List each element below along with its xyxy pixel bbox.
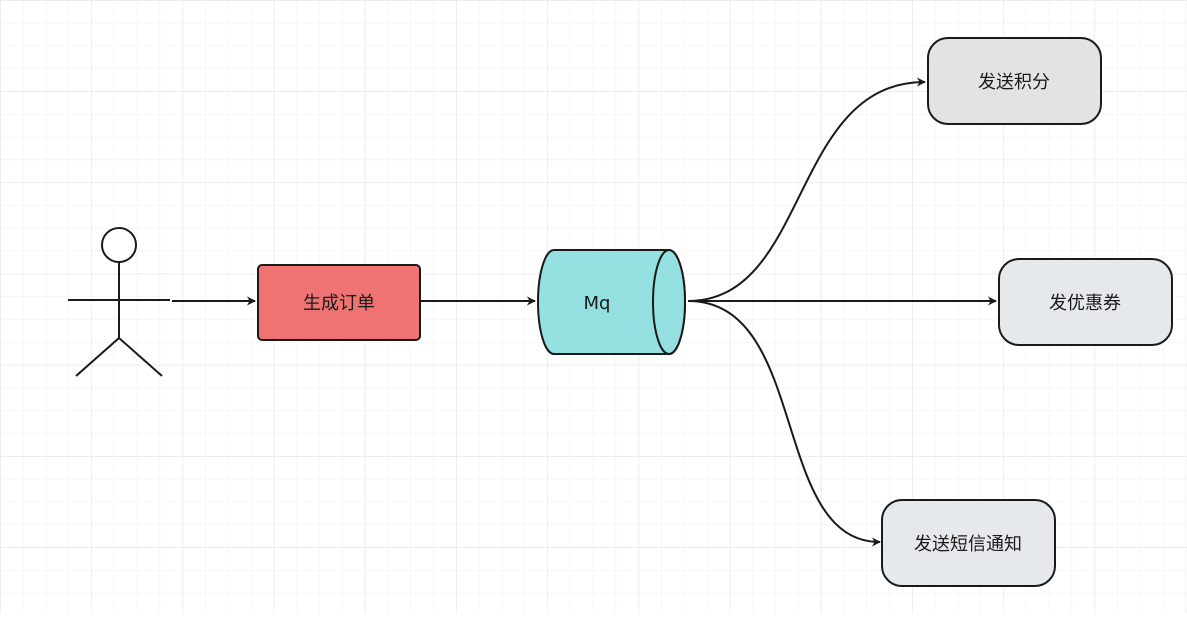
node-send-coupon[interactable]: 发优惠券 — [998, 258, 1173, 346]
node-create-order[interactable]: 生成订单 — [257, 264, 421, 341]
send-sms-label: 发送短信通知 — [914, 534, 1022, 555]
edge-mq-to-send-sms[interactable] — [687, 300, 881, 547]
node-send-sms[interactable]: 发送短信通知 — [881, 499, 1056, 587]
send-coupon-label: 发优惠券 — [1049, 293, 1121, 314]
actor-stick-figure-icon — [68, 227, 170, 377]
edges — [172, 77, 997, 547]
mq-label: Mq — [584, 293, 611, 314]
create-order-box — [257, 264, 421, 341]
node-send-points[interactable]: 发送积分 — [927, 37, 1102, 125]
send-points-box — [927, 37, 1102, 125]
edge-mq-to-send-points[interactable] — [687, 77, 926, 302]
send-points-label: 发送积分 — [978, 72, 1050, 93]
send-coupon-box — [998, 258, 1173, 346]
send-sms-box — [881, 499, 1056, 587]
create-order-label: 生成订单 — [303, 293, 375, 314]
mq-cylinder-end — [652, 249, 686, 355]
node-mq[interactable]: Mq — [537, 249, 686, 355]
